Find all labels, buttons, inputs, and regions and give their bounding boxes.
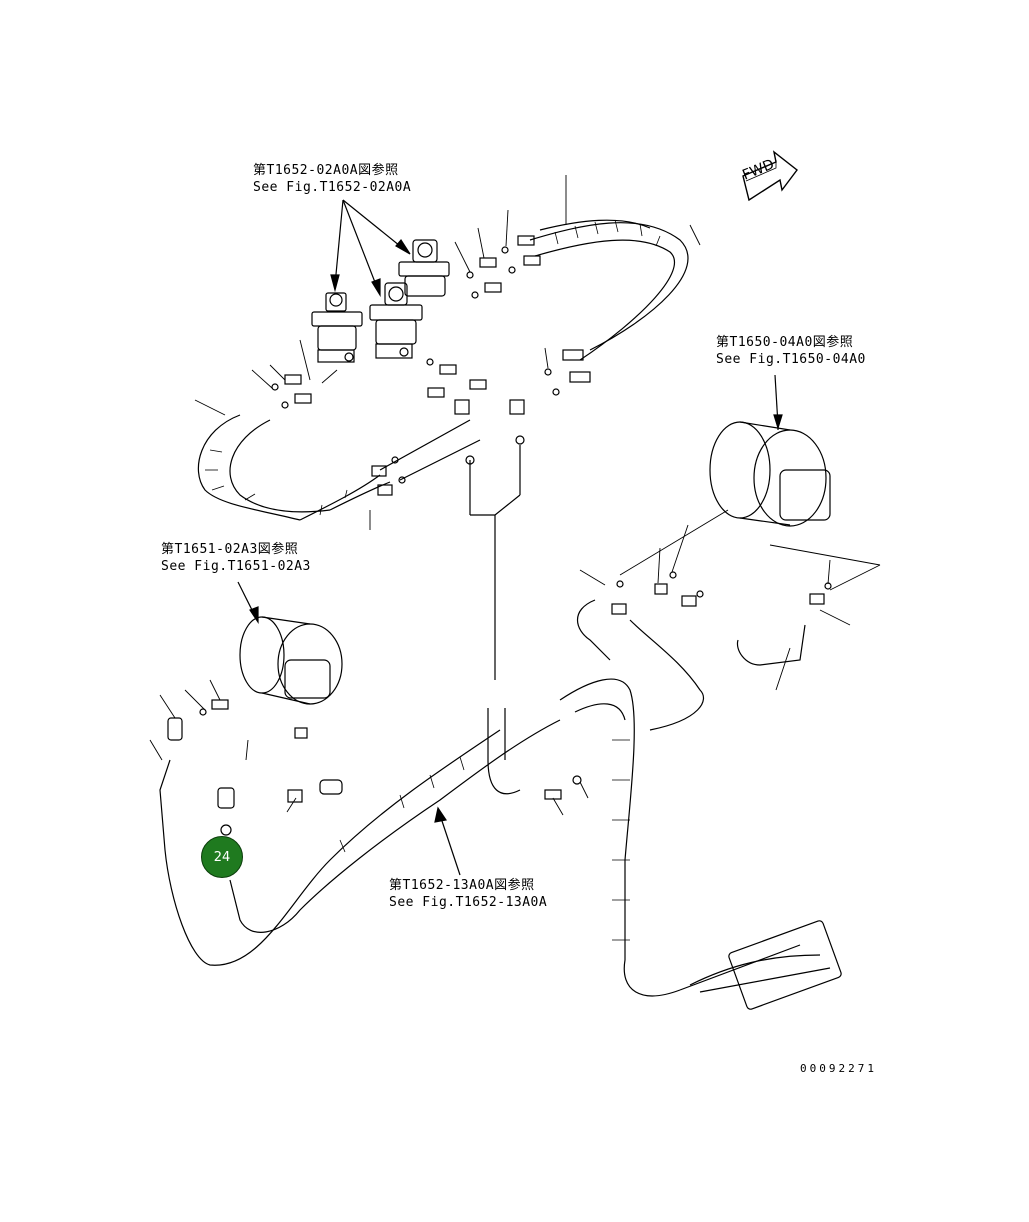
leader-lines bbox=[149, 175, 881, 816]
valve-assembly-left bbox=[311, 292, 363, 363]
reference-left-en: See Fig.T1651-02A3 bbox=[161, 559, 311, 574]
hose-bundle-lower bbox=[159, 599, 842, 1010]
reference-top-jp: 第T1652-02A0A図参照 bbox=[253, 163, 399, 178]
reference-left-jp: 第T1651-02A3図参照 bbox=[161, 542, 299, 557]
reference-bottom-jp: 第T1652-13A0A図参照 bbox=[389, 878, 535, 893]
part-callout-24[interactable]: 24 bbox=[201, 836, 243, 878]
reference-right-jp: 第T1650-04A0図参照 bbox=[716, 335, 854, 350]
reference-bottom-en: See Fig.T1652-13A0A bbox=[389, 895, 548, 910]
fwd-arrow-icon bbox=[742, 150, 798, 202]
part-callout-number: 24 bbox=[213, 849, 231, 865]
travel-motor-left bbox=[237, 581, 343, 705]
reference-leaders-top bbox=[330, 199, 411, 298]
drawing-number: 00092271 bbox=[800, 1062, 877, 1075]
hose-loop-upper bbox=[197, 219, 689, 680]
reference-right-en: See Fig.T1650-04A0 bbox=[716, 352, 866, 367]
valve-assembly-middle bbox=[369, 282, 423, 359]
fittings bbox=[167, 235, 832, 836]
hose-wraps bbox=[205, 219, 661, 941]
travel-motor-right bbox=[709, 374, 831, 527]
valve-assembly-right bbox=[398, 239, 450, 297]
reference-top-en: See Fig.T1652-02A0A bbox=[253, 180, 412, 195]
